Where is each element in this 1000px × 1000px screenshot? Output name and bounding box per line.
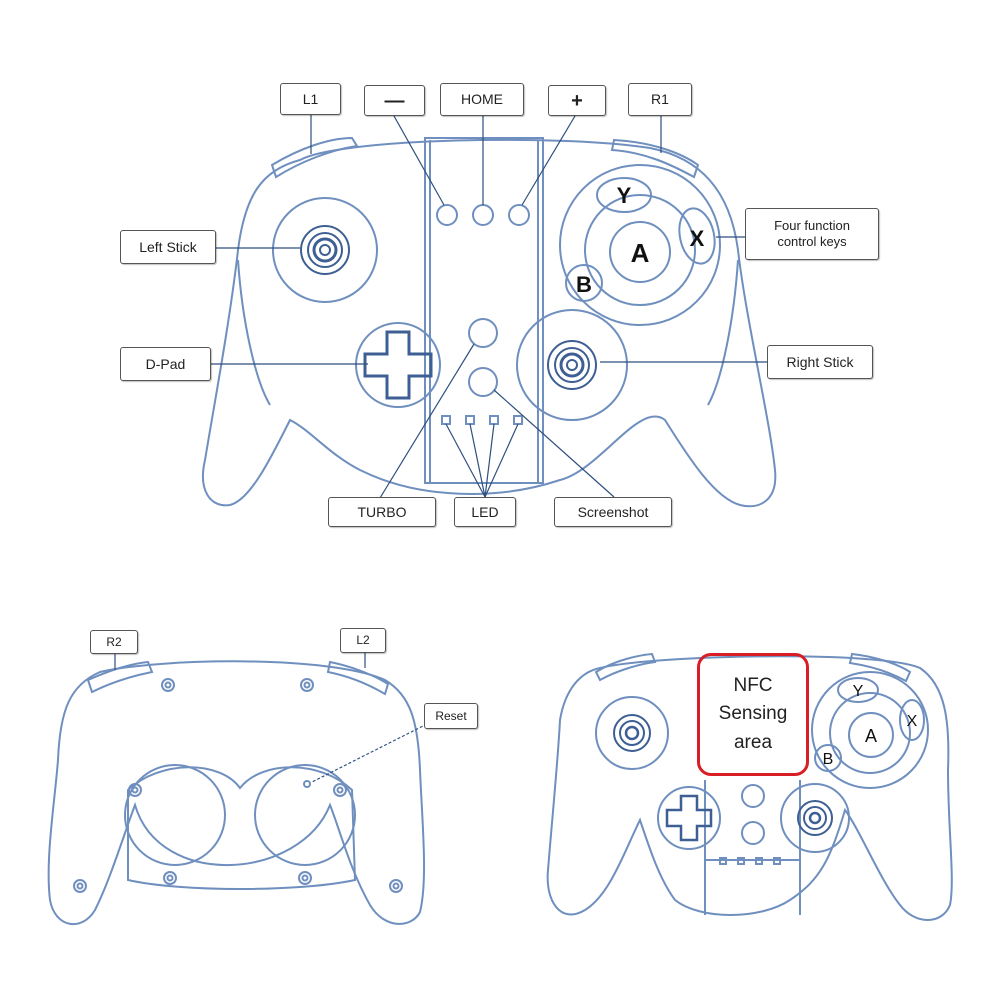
reset-hole[interactable]: [303, 780, 311, 788]
nfc-face-cluster: [811, 671, 929, 789]
back-body-outline: [47, 660, 426, 926]
l1-bumper: [270, 136, 359, 179]
home-button[interactable]: [472, 204, 494, 226]
front-left-grip-line: [237, 259, 271, 406]
front-leader-lines: [211, 114, 767, 499]
l2-label: L2: [340, 628, 386, 653]
nfc-left-stick: [595, 696, 669, 770]
minus-label: —: [364, 85, 425, 116]
screenshot-label: Screenshot: [554, 497, 672, 527]
y-button[interactable]: [596, 177, 652, 213]
x-button[interactable]: [675, 205, 720, 267]
nfc-line-1: NFC: [733, 674, 773, 696]
plus-button[interactable]: [508, 204, 530, 226]
nfc-line-2: Sensing: [718, 703, 788, 725]
x-button-letter: X: [690, 226, 705, 251]
left-stick[interactable]: [272, 197, 378, 303]
r1-label: R1: [628, 83, 692, 116]
d-pad[interactable]: [355, 322, 441, 408]
home-label: HOME: [440, 83, 524, 116]
front-right-grip-line: [707, 259, 739, 406]
back-right-grip-circle: [254, 764, 356, 866]
nfc-body-outline: [546, 655, 953, 921]
face-button-cluster: [559, 164, 721, 326]
r2-label: R2: [90, 630, 138, 654]
reset-label: Reset: [424, 703, 478, 729]
back-left-grip-circle: [124, 764, 226, 866]
nfc-d-pad: [657, 786, 721, 850]
nfc-a-button: [848, 712, 894, 758]
a-button[interactable]: [609, 221, 671, 283]
led-4: [513, 415, 523, 425]
plus-label: +: [548, 85, 606, 116]
nfc-screenshot-button: [741, 821, 765, 845]
nfc-right-stick: [780, 783, 850, 853]
back-battery-cover: [127, 766, 357, 890]
r1-bumper: [610, 138, 700, 179]
nfc-controller: [546, 652, 953, 921]
right-stick-label: Right Stick: [767, 345, 873, 379]
d-pad-label: D-Pad: [120, 347, 211, 381]
right-stick[interactable]: [516, 309, 628, 421]
left-stick-label: Left Stick: [120, 230, 216, 264]
l2-trigger: [326, 660, 390, 696]
minus-button[interactable]: [436, 204, 458, 226]
front-controller: [202, 136, 777, 508]
y-button-letter: Y: [617, 183, 632, 208]
b-button[interactable]: [565, 264, 603, 302]
nfc-sensing-area: NFC Sensing area: [697, 653, 809, 776]
nfc-a-letter: A: [865, 726, 877, 746]
nfc-b-letter: B: [823, 751, 834, 768]
nfc-x-button: [899, 699, 925, 741]
back-controller: [47, 660, 426, 926]
nfc-line-3: area: [733, 731, 773, 753]
nfc-x-letter: X: [907, 713, 918, 730]
nfc-turbo-button: [741, 784, 765, 808]
front-body-outline: [202, 138, 777, 508]
turbo-button[interactable]: [468, 318, 498, 348]
screenshot-button[interactable]: [468, 367, 498, 397]
nfc-y-button: [837, 677, 879, 703]
nfc-b-button: [814, 744, 842, 772]
a-button-letter: A: [631, 238, 650, 268]
back-screws: [73, 678, 403, 893]
turbo-label: TURBO: [328, 497, 436, 527]
nfc-y-letter: Y: [853, 683, 864, 700]
four-function-label: Four function control keys: [745, 208, 879, 260]
r2-trigger: [86, 660, 154, 694]
back-leader-lines: [114, 653, 428, 783]
center-panel: [424, 137, 544, 484]
b-button-letter: B: [576, 272, 592, 297]
led-label: LED: [454, 497, 516, 527]
l1-label: L1: [280, 83, 341, 115]
led-2: [465, 415, 475, 425]
led-3: [489, 415, 499, 425]
led-1: [441, 415, 451, 425]
